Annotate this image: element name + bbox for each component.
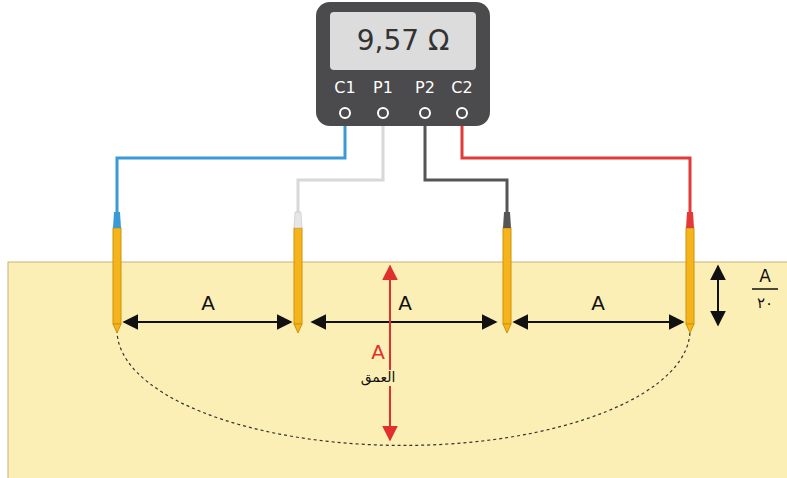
depth-label: العمق <box>359 370 398 385</box>
terminal-label: P2 <box>415 79 435 97</box>
dimension-arrow <box>514 321 683 323</box>
wire-p1 <box>298 118 383 212</box>
dimension-arrow <box>717 266 719 325</box>
terminal <box>378 108 388 118</box>
depth-arrow <box>389 266 391 440</box>
electrode <box>503 212 511 333</box>
dimension-label: A <box>369 341 387 363</box>
wire-c1 <box>117 118 345 212</box>
terminal <box>340 108 350 118</box>
fraction-denominator: ٢٠ <box>755 295 775 312</box>
dimension-arrow <box>124 321 291 323</box>
electrode <box>113 212 121 333</box>
wire-p2 <box>425 118 507 212</box>
dimension-label: A <box>199 292 217 314</box>
ground <box>8 262 787 478</box>
terminal <box>420 108 430 118</box>
dimension-label: A <box>396 292 414 314</box>
dimension-arrow <box>312 321 496 323</box>
terminal <box>457 108 467 118</box>
terminal-label: C1 <box>334 79 355 97</box>
terminal-label: P1 <box>373 79 393 97</box>
meter-display: 9,57 Ω <box>330 12 476 70</box>
electrode <box>686 212 694 333</box>
dimension-label: A <box>757 267 773 286</box>
terminal-label: C2 <box>451 79 472 97</box>
current-arc <box>117 330 690 445</box>
meter-body: C1 P1 P2 C2 9,57 Ω <box>316 2 490 126</box>
meter-reading: 9,57 Ω <box>357 26 450 57</box>
fraction-bar <box>752 288 778 290</box>
electrode <box>294 212 302 333</box>
wire-c2 <box>462 118 690 212</box>
dimension-label: A <box>589 292 607 314</box>
